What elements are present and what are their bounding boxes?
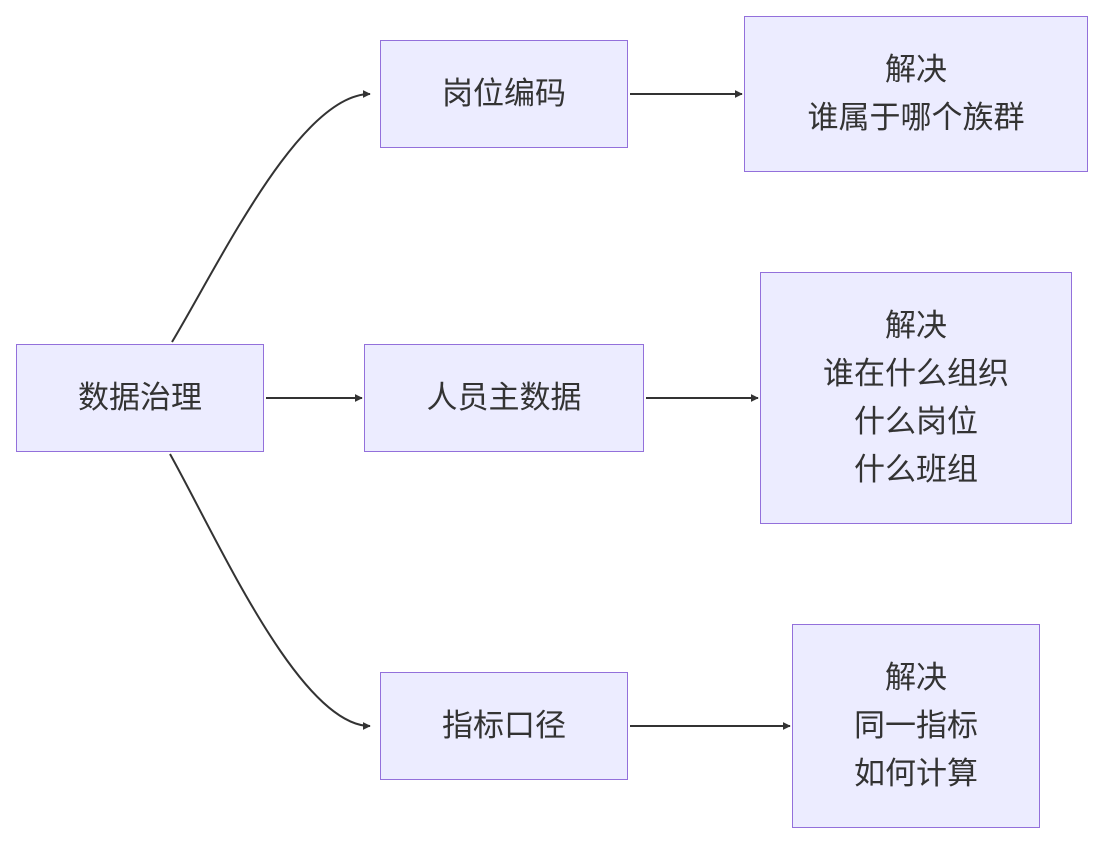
result-line: 解决 [885,660,947,696]
node-label: 岗位编码 [442,76,566,112]
result-line: 谁属于哪个族群 [807,100,1025,136]
result-line: 什么班组 [854,452,978,488]
edge-root-to-metric-definition [169,453,371,730]
node-metric-definition-result: 解决 同一指标 如何计算 [792,624,1040,828]
node-personnel-master-data-result: 解决 谁在什么组织 什么岗位 什么班组 [760,272,1072,524]
node-job-code-result: 解决 谁属于哪个族群 [744,16,1088,172]
result-line: 同一指标 [854,708,978,744]
result-line: 解决 [885,308,947,344]
node-label: 人员主数据 [426,380,582,416]
node-label: 指标口径 [442,708,566,744]
result-line: 什么岗位 [854,404,978,440]
node-data-governance: 数据治理 [16,344,264,452]
node-job-code: 岗位编码 [380,40,628,148]
node-label: 数据治理 [78,380,202,416]
result-line: 如何计算 [854,756,978,792]
edge-root-to-job-code [171,90,371,343]
result-line: 谁在什么组织 [823,356,1009,392]
node-personnel-master-data: 人员主数据 [364,344,644,452]
node-metric-definition: 指标口径 [380,672,628,780]
result-line: 解决 [885,52,947,88]
